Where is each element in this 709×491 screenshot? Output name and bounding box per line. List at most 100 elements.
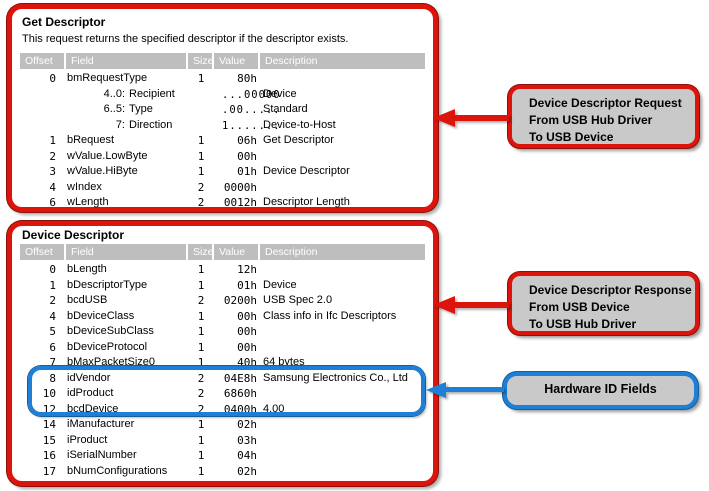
table-body: 0 bmRequestType 1 80h 4..0:Recipient ...… xyxy=(20,71,425,211)
cell-value: 0000h xyxy=(214,180,260,196)
cell-description: USB Spec 2.0 xyxy=(263,294,333,306)
cell-description: 64 bytes xyxy=(263,356,305,368)
field-name: bDeviceProtocol xyxy=(67,340,148,353)
cell-size: 1 xyxy=(197,325,205,338)
cell-field: wValue.LowByte xyxy=(66,149,188,165)
cell-offset xyxy=(20,118,66,135)
cell-field: 4..0:Recipient xyxy=(66,87,188,104)
cell-field: bcdDevice xyxy=(66,402,188,418)
cell-size xyxy=(188,118,214,135)
note-line: Device Descriptor Response xyxy=(529,283,692,297)
cell-field: iSerialNumber xyxy=(66,448,188,464)
cell-value: 02h xyxy=(214,417,260,433)
cell-value: 04E8h xyxy=(214,371,260,387)
cell-size: 1 xyxy=(197,263,205,276)
cell-field: bDeviceProtocol xyxy=(66,340,188,356)
column-header-description: Description xyxy=(260,53,425,69)
table-row: 0 bLength 1 12h xyxy=(20,262,425,278)
table-row: 2 bcdUSB 2 0200h USB Spec 2.0 xyxy=(20,293,425,309)
cell-description xyxy=(260,340,425,356)
cell-offset: 6 xyxy=(49,340,56,354)
cell-value: 1....... xyxy=(214,118,280,135)
column-header-size: Size xyxy=(188,53,212,69)
cell-size xyxy=(188,102,214,119)
value-text: 03h xyxy=(237,433,257,447)
cell-field: 6..5:Type xyxy=(66,102,188,119)
cell-description: 4.00 xyxy=(263,402,285,415)
hardware-id-highlight-box xyxy=(28,366,425,416)
hardware-id-callout: Hardware ID Fields xyxy=(503,372,698,409)
table-row: 4..0:Recipient ...00000 Device xyxy=(20,87,425,103)
field-name: iManufacturer xyxy=(67,418,135,430)
cell-description xyxy=(260,149,425,165)
column-header-value: Value xyxy=(214,244,258,260)
cell-description: Samsung Electronics Co., Ltd xyxy=(263,371,408,384)
cell-offset: 4 xyxy=(49,180,56,194)
cell-offset xyxy=(20,87,66,104)
value-text: 02h xyxy=(237,418,257,431)
cell-size: 1 xyxy=(197,356,205,369)
cell-offset: 16 xyxy=(42,449,56,462)
cell-value: .00..... xyxy=(214,102,280,119)
cell-offset: 7 xyxy=(49,356,56,369)
cell-description: Standard xyxy=(263,103,308,115)
table-row: 2 wValue.LowByte 1 00h xyxy=(20,149,425,165)
note-line: To USB Device xyxy=(529,130,614,144)
value-text: 06h xyxy=(237,134,257,147)
cell-field: wValue.HiByte xyxy=(66,164,188,180)
cell-field: bLength xyxy=(66,262,188,278)
cell-value: 01h xyxy=(214,278,260,294)
value-text: 00h xyxy=(237,309,257,323)
value-text: 0012h xyxy=(223,196,257,209)
value-text: 01h xyxy=(237,278,257,292)
table-row: 6..5:Type .00..... Standard xyxy=(20,102,425,118)
cell-offset: 8 xyxy=(49,371,56,385)
cell-size: 2 xyxy=(197,180,205,194)
cell-field: bDescriptorType xyxy=(66,278,188,294)
table-row: 1 bRequest 1 06h Get Descriptor xyxy=(20,133,425,149)
value-text: 6860h xyxy=(223,387,257,400)
cell-size: 2 xyxy=(197,402,205,416)
panel-title: Device Descriptor xyxy=(22,228,125,242)
cell-description xyxy=(260,433,425,449)
value-text: 12h xyxy=(237,263,257,276)
field-name: wValue.LowByte xyxy=(67,149,148,162)
bit-range: 7: xyxy=(115,118,125,131)
cell-description xyxy=(260,180,425,196)
cell-value: 80h xyxy=(214,71,260,87)
value-text: 00h xyxy=(237,340,257,354)
table-row: 6 bDeviceProtocol 1 00h xyxy=(20,340,425,356)
value-text: ...00000 xyxy=(222,88,281,101)
field-name: Type xyxy=(129,103,153,115)
cell-field: idProduct xyxy=(66,386,188,402)
field-name: iProduct xyxy=(67,433,108,446)
field-name: idProduct xyxy=(67,387,114,399)
cell-description: Class info in Ifc Descriptors xyxy=(263,309,397,322)
table-row: 10 idProduct 2 6860h xyxy=(20,386,425,402)
table-row: 5 bDeviceSubClass 1 00h xyxy=(20,324,425,340)
field-name: wIndex xyxy=(67,180,102,193)
cell-field: bDeviceSubClass xyxy=(66,324,188,340)
cell-description xyxy=(260,417,425,433)
cell-field: bmRequestType xyxy=(66,71,188,87)
cell-field: bNumConfigurations xyxy=(66,464,188,480)
cell-size xyxy=(188,87,214,104)
table-row: 8 idVendor 2 04E8h Samsung Electronics C… xyxy=(20,371,425,387)
cell-value: 6860h xyxy=(214,386,260,402)
cell-size: 1 xyxy=(197,72,205,85)
table-row: 1 bDescriptorType 1 01h Device xyxy=(20,278,425,294)
cell-offset: 15 xyxy=(42,433,56,447)
note-line: From USB Hub Driver xyxy=(529,113,653,127)
cell-value: 00h xyxy=(214,309,260,325)
get-descriptor-panel: Get Descriptor This request returns the … xyxy=(7,4,438,212)
field-name: Direction xyxy=(129,118,173,131)
column-header-description: Description xyxy=(260,244,425,260)
field-name: wValue.HiByte xyxy=(67,165,138,177)
bit-range: 4..0: xyxy=(103,87,125,100)
column-header-value: Value xyxy=(214,53,258,69)
cell-size: 2 xyxy=(197,294,205,307)
cell-offset: 10 xyxy=(42,387,56,400)
cell-offset: 2 xyxy=(49,294,56,307)
